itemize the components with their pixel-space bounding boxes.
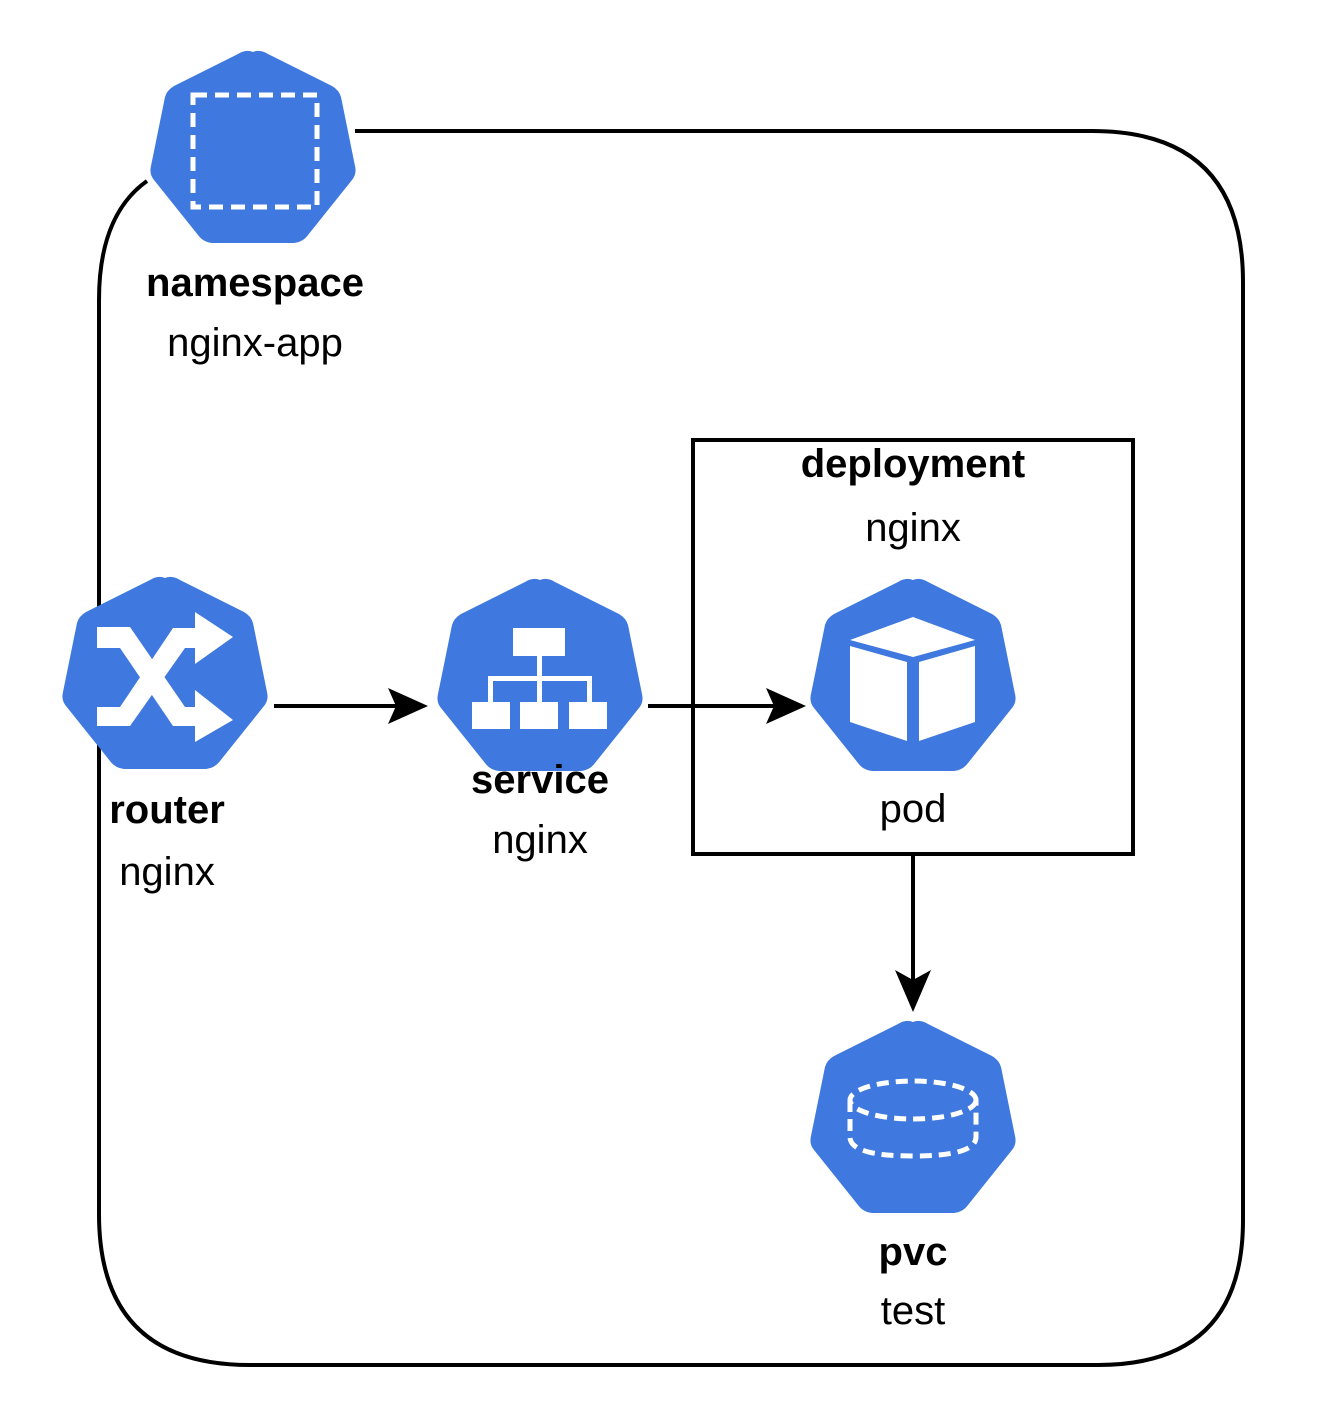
pvc-icon [810, 1020, 1016, 1213]
router-icon [62, 576, 268, 769]
router-kind-label: router [109, 788, 225, 832]
pvc-name-label: test [881, 1289, 945, 1333]
deployment-box [691, 438, 1135, 856]
deployment-kind-label: deployment [801, 442, 1025, 486]
namespace-icon [150, 50, 356, 243]
service-name-label: nginx [492, 818, 588, 862]
edge-router-service [274, 688, 428, 724]
deployment-name-label: nginx [865, 506, 961, 550]
pvc-kind-label: pvc [879, 1230, 948, 1274]
service-kind-label: service [471, 758, 609, 802]
router-name-label: nginx [119, 850, 215, 894]
pod-icon [810, 578, 1016, 771]
namespace-boundary [97, 129, 1245, 1367]
pod-label: pod [880, 787, 947, 831]
edge-service-pod [648, 688, 806, 724]
service-icon [437, 578, 643, 771]
namespace-name-label: nginx-app [167, 321, 343, 365]
namespace-kind-label: namespace [146, 261, 364, 305]
edge-deployment-pvc [895, 856, 931, 1012]
